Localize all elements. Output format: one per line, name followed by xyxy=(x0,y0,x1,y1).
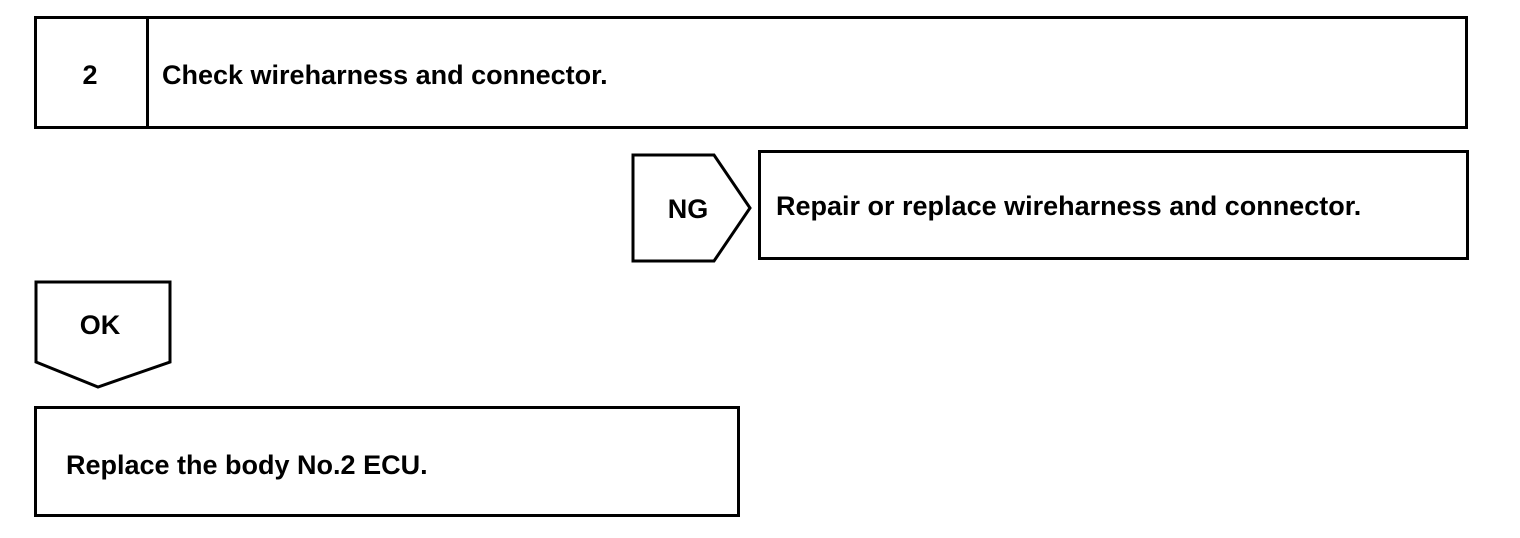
ng-result-text: Repair or replace wireharness and connec… xyxy=(776,191,1362,221)
ok-arrow-shape xyxy=(34,280,172,389)
ng-label: NG xyxy=(668,194,709,224)
ng-result-box xyxy=(758,150,1469,260)
step-box xyxy=(34,16,1468,129)
step-divider xyxy=(146,16,149,129)
step-title: Check wireharness and connector. xyxy=(162,60,608,90)
step-number: 2 xyxy=(82,60,98,90)
ok-result-text: Replace the body No.2 ECU. xyxy=(66,450,428,480)
ok-label: OK xyxy=(80,310,121,340)
ng-arrow-shape xyxy=(631,153,752,263)
ok-result-box xyxy=(34,406,740,517)
